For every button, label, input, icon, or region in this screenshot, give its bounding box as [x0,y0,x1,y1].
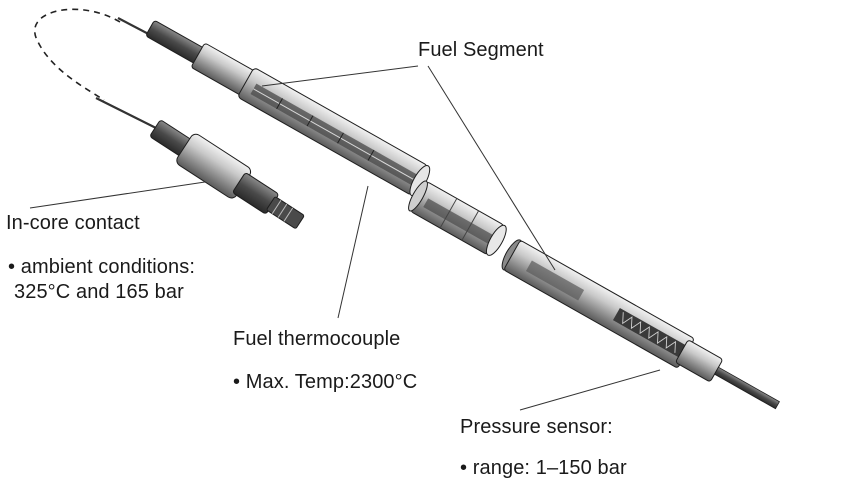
cable-dashed-loop [34,8,121,101]
label-ambient-values: 325°C and 165 bar [14,281,184,303]
label-in-core-contact: In-core contact [6,212,140,234]
leader-fuel-segment-left [261,65,419,87]
leader-pressure-sensor [519,369,661,411]
leader-in-core-contact [29,181,206,209]
fuel-segment-piece [408,180,507,256]
upper-fuel-rod [146,20,431,197]
lower-rod-assembly [501,239,780,410]
leader-lines [29,65,661,411]
label-fuel-segment: Fuel Segment [418,39,544,61]
label-pressure-range: • range: 1–150 bar [460,457,627,479]
leader-fuel-segment-right [427,65,556,271]
lower-wire [95,97,161,131]
label-ambient-conditions: • ambient conditions: [8,256,195,278]
label-pressure-sensor: Pressure sensor: [460,416,613,438]
leader-fuel-thermocouple [337,185,369,319]
label-fuel-thermocouple: Fuel thermocouple [233,328,401,350]
label-max-temp: • Max. Temp:2300°C [233,371,418,393]
in-core-connector [150,120,305,229]
